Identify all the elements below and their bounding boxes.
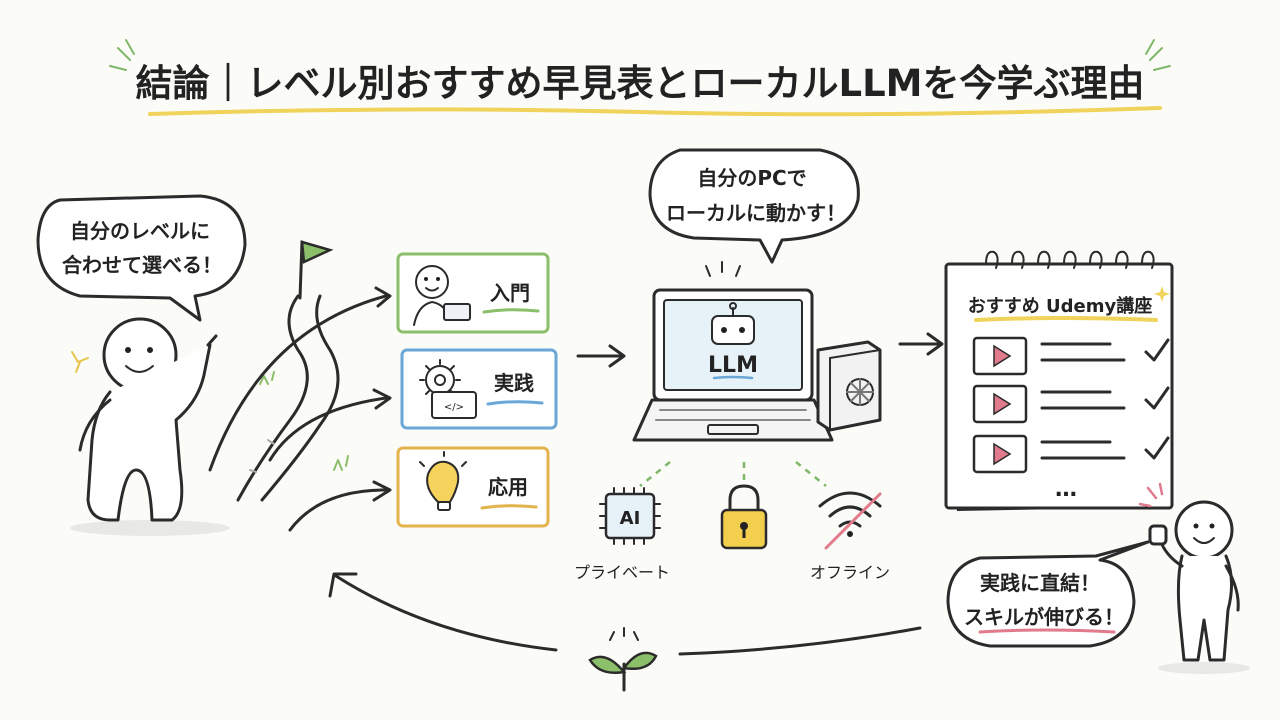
bubble-right-line1: 実践に直結！ — [980, 571, 1100, 595]
arrow-to-laptop — [576, 344, 626, 368]
wifi-off-icon — [818, 491, 882, 528]
level-card-beginner: 入門 — [396, 252, 550, 334]
robot-icon — [711, 315, 755, 345]
sprout-icon — [588, 627, 658, 692]
feature-label-private: プライベート — [574, 563, 670, 582]
title-group: 結論｜レベル別おすすめ早見表とローカルLLMを今学ぶ理由 — [109, 39, 1171, 117]
level-card-practice: </> 実践 — [400, 348, 558, 430]
spiral-binding — [985, 250, 1155, 269]
level-label-beginner: 入門 — [490, 281, 530, 305]
bubble-left-line2: 合わせて選べる！ — [62, 253, 222, 277]
code-window-icon — [431, 391, 477, 419]
thumbs-up-icon — [1148, 524, 1168, 546]
feature-offline: オフライン — [810, 491, 890, 582]
notebook-more: … — [1055, 477, 1077, 502]
goal-flag-icon — [300, 240, 334, 264]
winding-path — [208, 240, 392, 532]
course-row — [972, 384, 1170, 424]
return-arrow — [328, 572, 922, 656]
speech-bubble-left: 自分のレベルに 合わせて選べる！ — [36, 194, 247, 322]
lightbulb-icon — [426, 460, 460, 503]
play-icon — [993, 344, 1012, 368]
check-icon — [1144, 436, 1170, 460]
level-label-advanced: 応用 — [488, 475, 528, 499]
notebook-header: おすすめ Udemy講座 — [968, 295, 1152, 317]
arrow-to-advanced — [288, 488, 388, 532]
course-row — [972, 434, 1170, 474]
check-icon — [1144, 338, 1170, 362]
play-icon — [993, 442, 1012, 466]
laptop-screen-label: LLM — [708, 353, 758, 378]
speech-bubble-top: 自分のPCで ローカルに動かす！ — [648, 148, 860, 264]
stick-figure-left — [70, 317, 230, 536]
play-icon — [993, 392, 1012, 416]
feature-connectors — [639, 461, 827, 487]
arrow-to-beginner — [208, 294, 388, 472]
bubble-top-line1: 自分のPCで — [697, 166, 806, 190]
feature-secure — [720, 484, 768, 550]
feature-label-offline: オフライン — [810, 563, 890, 582]
title-underline — [148, 106, 1162, 117]
svg-text:</>: </> — [444, 402, 464, 413]
course-notebook: おすすめ Udemy講座 … — [944, 250, 1174, 512]
check-icon — [1144, 386, 1170, 410]
bubble-right-line2: スキルが伸びる！ — [964, 605, 1124, 629]
chip-text: AI — [620, 508, 641, 529]
laptop-small-icon — [443, 303, 471, 321]
stick-figure-right — [1138, 482, 1250, 674]
desktop-tower-icon — [816, 340, 882, 432]
feature-private: AI プライベート — [574, 487, 670, 582]
arrow-to-courses — [898, 332, 944, 356]
bubble-top-line2: ローカルに動かす！ — [666, 201, 846, 225]
level-card-advanced: 応用 — [396, 446, 550, 528]
laptop-llm: LLM — [632, 261, 834, 442]
page-title: 結論｜レベル別おすすめ早見表とローカルLLMを今学ぶ理由 — [136, 62, 1145, 105]
bubble-left-line1: 自分のレベルに — [70, 219, 210, 243]
arrow-to-practice — [268, 396, 388, 462]
course-row — [972, 336, 1170, 376]
speech-bubble-right: 実践に直結！ スキルが伸びる！ — [946, 540, 1150, 648]
level-label-practice: 実践 — [494, 371, 534, 395]
